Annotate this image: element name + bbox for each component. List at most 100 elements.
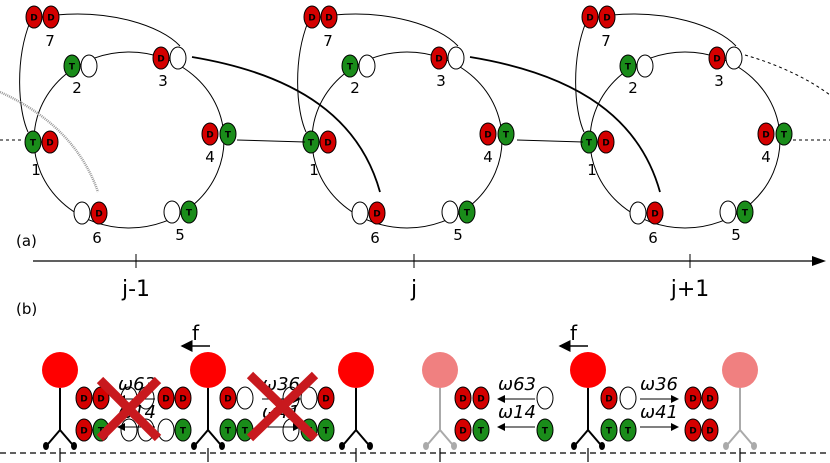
- motor-body: [570, 352, 606, 388]
- adp-head: D: [701, 418, 719, 442]
- motor-faded: [722, 352, 758, 450]
- head-letter: D: [373, 210, 380, 220]
- adp-head: D: [157, 386, 175, 410]
- head-letter: D: [713, 55, 720, 65]
- head-letter: D: [325, 14, 332, 24]
- rates-right: ω63 ω14 ω36 ω41: [497, 374, 679, 431]
- head-letter: D: [459, 427, 466, 437]
- motor: [570, 352, 606, 450]
- head-letter: T: [323, 427, 330, 437]
- atp-head: T: [24, 130, 42, 154]
- force-label: f: [570, 321, 578, 345]
- arc-7-3: [611, 13, 737, 47]
- adp-head: D: [42, 5, 60, 29]
- adp-head: D: [472, 386, 490, 410]
- head-letter: D: [435, 55, 442, 65]
- empty-head: [536, 386, 554, 410]
- connector-3-to-6-faded: [0, 90, 100, 193]
- atp-head: T: [219, 418, 237, 442]
- state-label: 6: [370, 229, 380, 247]
- head-letter: D: [651, 210, 658, 220]
- head-letter: D: [30, 14, 37, 24]
- adp-head: D: [600, 386, 618, 410]
- arc-7-1: [19, 21, 31, 133]
- inter-cycle-connectors: [0, 54, 830, 193]
- head-letter: T: [742, 209, 749, 219]
- atp-head: T: [580, 130, 598, 154]
- adp-head: D: [152, 46, 170, 70]
- head-letter: D: [80, 395, 87, 405]
- adp-head: D: [41, 130, 59, 154]
- head-letter: D: [47, 14, 54, 24]
- empty-head: [73, 201, 91, 225]
- empty-head: [441, 200, 459, 224]
- empty-head: [157, 418, 175, 442]
- state-3: D3: [152, 46, 187, 90]
- atp-head: T: [497, 122, 515, 146]
- adp-head: D: [320, 5, 338, 29]
- head-letter: T: [478, 427, 485, 437]
- cycle-ring: [589, 51, 781, 229]
- state-label: 4: [483, 148, 493, 166]
- empty-head: [719, 200, 737, 224]
- state-label: 4: [205, 148, 215, 166]
- adp-head: D: [684, 386, 702, 410]
- state-label: 4: [761, 148, 771, 166]
- head-letter: D: [706, 395, 713, 405]
- adp-head: D: [479, 122, 497, 146]
- head-letter: T: [586, 139, 593, 149]
- head-letter: D: [95, 210, 102, 220]
- state-5: T5: [163, 200, 198, 244]
- forbidden-cross-marks: [96, 371, 319, 442]
- head-letter: T: [225, 131, 232, 141]
- empty-head: [169, 46, 187, 70]
- head-letter: T: [308, 139, 315, 149]
- state-label: 1: [587, 161, 597, 179]
- adp-head: D: [598, 5, 616, 29]
- state-6: D6: [629, 201, 664, 247]
- atp-head: T: [736, 200, 754, 224]
- head-letter: D: [603, 14, 610, 24]
- head-letter: D: [605, 395, 612, 405]
- adp-head: D: [317, 386, 335, 410]
- state-label: 3: [436, 72, 446, 90]
- head-letter: T: [464, 209, 471, 219]
- motor: [42, 352, 78, 450]
- adp-head: D: [90, 201, 108, 225]
- motor-body: [422, 352, 458, 388]
- head-letter: T: [225, 427, 232, 437]
- force-label: f: [192, 321, 200, 345]
- panel-a-label: (a): [16, 232, 37, 250]
- track-baseline: [0, 448, 830, 462]
- atp-head: T: [174, 418, 192, 442]
- atp-head: T: [302, 130, 320, 154]
- head-letter: D: [602, 139, 609, 149]
- head-letter: T: [542, 427, 549, 437]
- atp-head: T: [317, 418, 335, 442]
- arc-7-3: [55, 13, 181, 47]
- cycle-ring: [33, 51, 225, 229]
- lattice-axis: j-1 j j+1: [33, 254, 826, 302]
- adp-head: D: [25, 5, 43, 29]
- head-letter: T: [180, 427, 187, 437]
- rate-label-w14: ω14: [498, 402, 536, 423]
- arc-7-1: [297, 21, 309, 133]
- head-letter: D: [689, 395, 696, 405]
- atp-head: T: [775, 122, 793, 146]
- cross-mark: [246, 371, 319, 442]
- head-letter: D: [477, 395, 484, 405]
- atp-head: T: [619, 54, 637, 78]
- head-letter: D: [97, 395, 104, 405]
- empty-head: [358, 54, 376, 78]
- head-letter: D: [322, 395, 329, 405]
- adp-head: D: [174, 386, 192, 410]
- motor-body: [338, 352, 374, 388]
